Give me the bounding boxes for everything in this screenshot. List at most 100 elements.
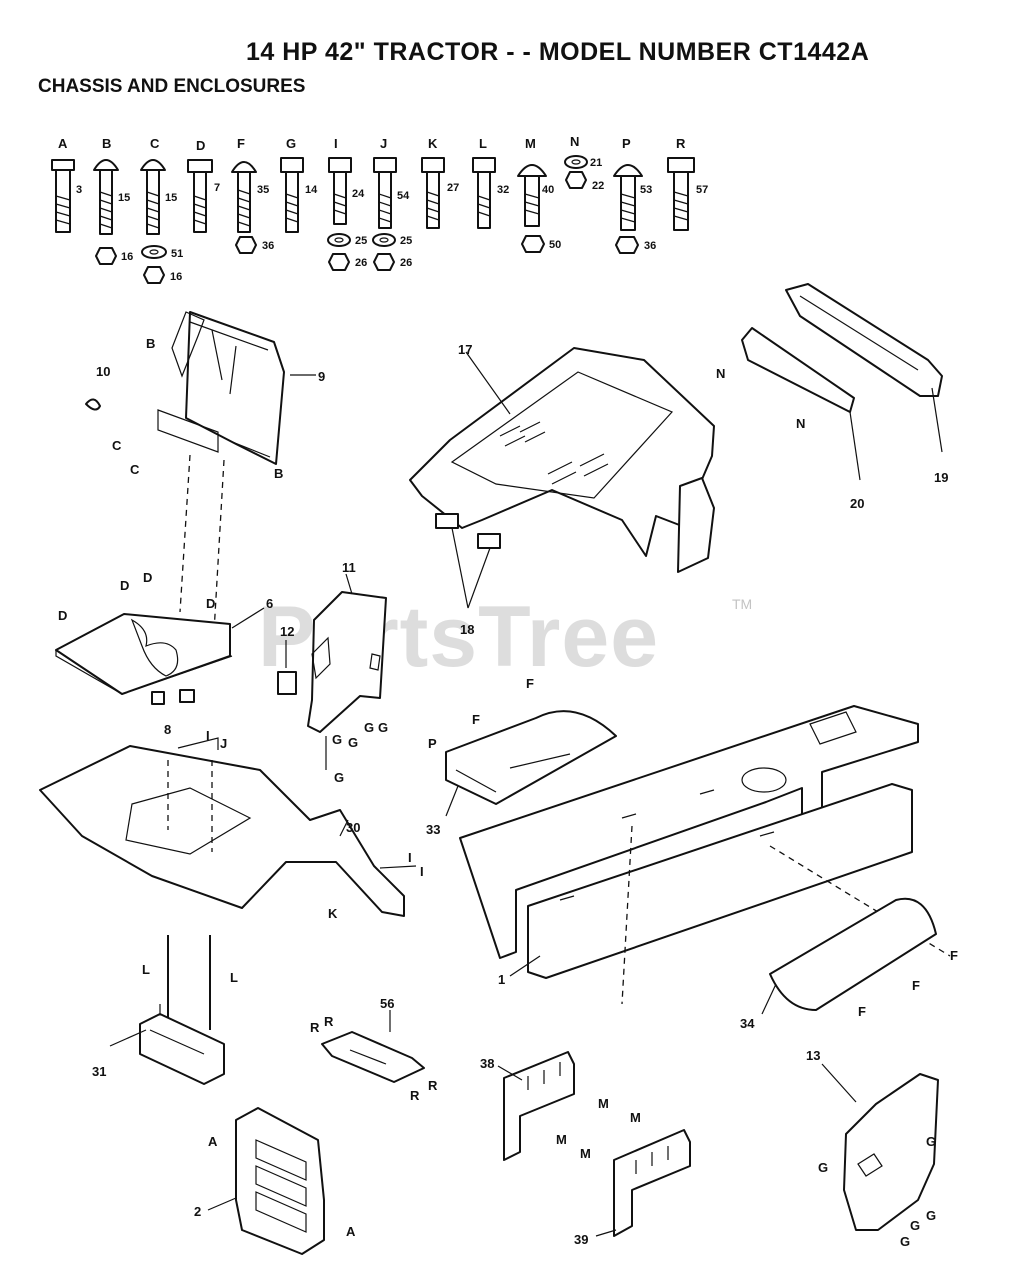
- callout-20: 20: [850, 496, 864, 511]
- hw-nut-i: 26: [355, 257, 367, 269]
- callout-33: 33: [426, 822, 440, 837]
- ref-g: G: [900, 1234, 910, 1249]
- ref-g: G: [348, 735, 358, 750]
- ref-g: G: [910, 1218, 920, 1233]
- washer-j: [372, 233, 396, 247]
- ref-a: A: [208, 1134, 218, 1149]
- hw-letter-d: D: [196, 138, 205, 153]
- hw-num-a: 3: [76, 184, 82, 196]
- ref-d: D: [206, 596, 215, 611]
- dash-panel: [157, 311, 285, 465]
- nut-m: [521, 235, 545, 253]
- bolt-r: [667, 157, 695, 231]
- hw-num-c: 15: [165, 192, 177, 204]
- ref-d: D: [143, 570, 152, 585]
- seat-support: [139, 935, 225, 1085]
- hw-letter-c: C: [150, 136, 160, 151]
- callout-6: 6: [266, 596, 273, 611]
- hw-letter-f: F: [237, 136, 245, 151]
- nut-i: [328, 253, 350, 271]
- callout-9: 9: [318, 369, 325, 384]
- hw-letter-n: N: [570, 134, 579, 149]
- callout-12: 12: [280, 624, 294, 639]
- ref-a: A: [346, 1224, 356, 1239]
- ref-f: F: [950, 948, 958, 963]
- ref-i: I: [420, 864, 424, 879]
- floor-pan: [55, 613, 233, 695]
- callout-11: 11: [342, 560, 356, 575]
- ref-f: F: [526, 676, 534, 691]
- ref-g: G: [332, 732, 342, 747]
- decal-12: [277, 671, 297, 695]
- hw-num-p: 53: [640, 184, 652, 196]
- hardware-row: A B C D F G I J K L M N P R: [51, 134, 708, 284]
- ref-p: P: [428, 736, 437, 751]
- ref-g: G: [818, 1160, 828, 1175]
- diagram-title: 14 HP 42" TRACTOR - - MODEL NUMBER CT144…: [246, 38, 870, 66]
- hw-num-j: 54: [397, 190, 410, 202]
- hw-num-g: 14: [305, 184, 318, 196]
- hw-num-i: 24: [352, 188, 365, 200]
- callout-10: 10: [96, 364, 110, 379]
- nut-j: [373, 253, 395, 271]
- hw-letter-a: A: [58, 136, 68, 151]
- ref-g: G: [334, 770, 344, 785]
- ref-b: B: [146, 336, 155, 351]
- callout-17: 17: [458, 342, 472, 357]
- hw-letter-g: G: [286, 136, 296, 151]
- ref-f: F: [472, 712, 480, 727]
- bolt-k: [421, 157, 445, 229]
- callout-13: 13: [806, 1048, 820, 1063]
- ref-l: L: [230, 970, 238, 985]
- hw-num-r: 57: [696, 184, 708, 196]
- callout-18: 18: [460, 622, 474, 637]
- callout-38: 38: [480, 1056, 494, 1071]
- ref-g: G: [378, 720, 388, 735]
- hw-num-l: 32: [497, 184, 509, 196]
- bolt-j: [373, 157, 397, 229]
- bolt-p: [613, 164, 643, 231]
- callout-2: 2: [194, 1204, 201, 1219]
- hw-letter-k: K: [428, 136, 438, 151]
- hw-letter-m: M: [525, 136, 536, 151]
- side-shield: [843, 1073, 939, 1231]
- ref-k: K: [328, 906, 338, 921]
- ref-g: G: [364, 720, 374, 735]
- callout-30: 30: [346, 820, 360, 835]
- ref-c: C: [112, 438, 122, 453]
- ref-m: M: [630, 1110, 641, 1125]
- ref-g: G: [926, 1134, 936, 1149]
- bolt-b: [93, 159, 119, 235]
- fender: [39, 737, 417, 917]
- hood-tabs: [435, 513, 501, 549]
- section-title: CHASSIS AND ENCLOSURES: [38, 76, 306, 97]
- ref-f: F: [858, 1004, 866, 1019]
- hw-washer-j: 25: [400, 235, 412, 247]
- hw-nut-p: 36: [644, 240, 656, 252]
- hw-num-f: 35: [257, 184, 269, 196]
- hood: [409, 347, 715, 573]
- clip-10: [85, 398, 101, 411]
- bolt-c: [140, 159, 166, 235]
- hw-letter-b: B: [102, 136, 111, 151]
- watermark-trademark: TM: [732, 596, 753, 612]
- hw-letter-i: I: [334, 136, 338, 151]
- ref-n: N: [796, 416, 805, 431]
- ref-r: R: [324, 1014, 334, 1029]
- callout-56: 56: [380, 996, 394, 1011]
- nut-c: [143, 266, 165, 284]
- ref-i: I: [408, 850, 412, 865]
- hw-letter-p: P: [622, 136, 631, 151]
- callout-8: 8: [164, 722, 171, 737]
- hw-nut-c: 16: [170, 271, 182, 283]
- bolt-g: [280, 157, 304, 233]
- hw-letter-r: R: [676, 136, 686, 151]
- grille-shield: [235, 1107, 325, 1255]
- washer-c: [141, 245, 167, 259]
- ref-b: B: [274, 466, 283, 481]
- hw-num-n-washer: 21: [590, 157, 602, 169]
- ref-f: F: [912, 978, 920, 993]
- ref-i: I: [206, 728, 210, 743]
- bracket-8: [151, 689, 195, 705]
- ref-d: D: [58, 608, 67, 623]
